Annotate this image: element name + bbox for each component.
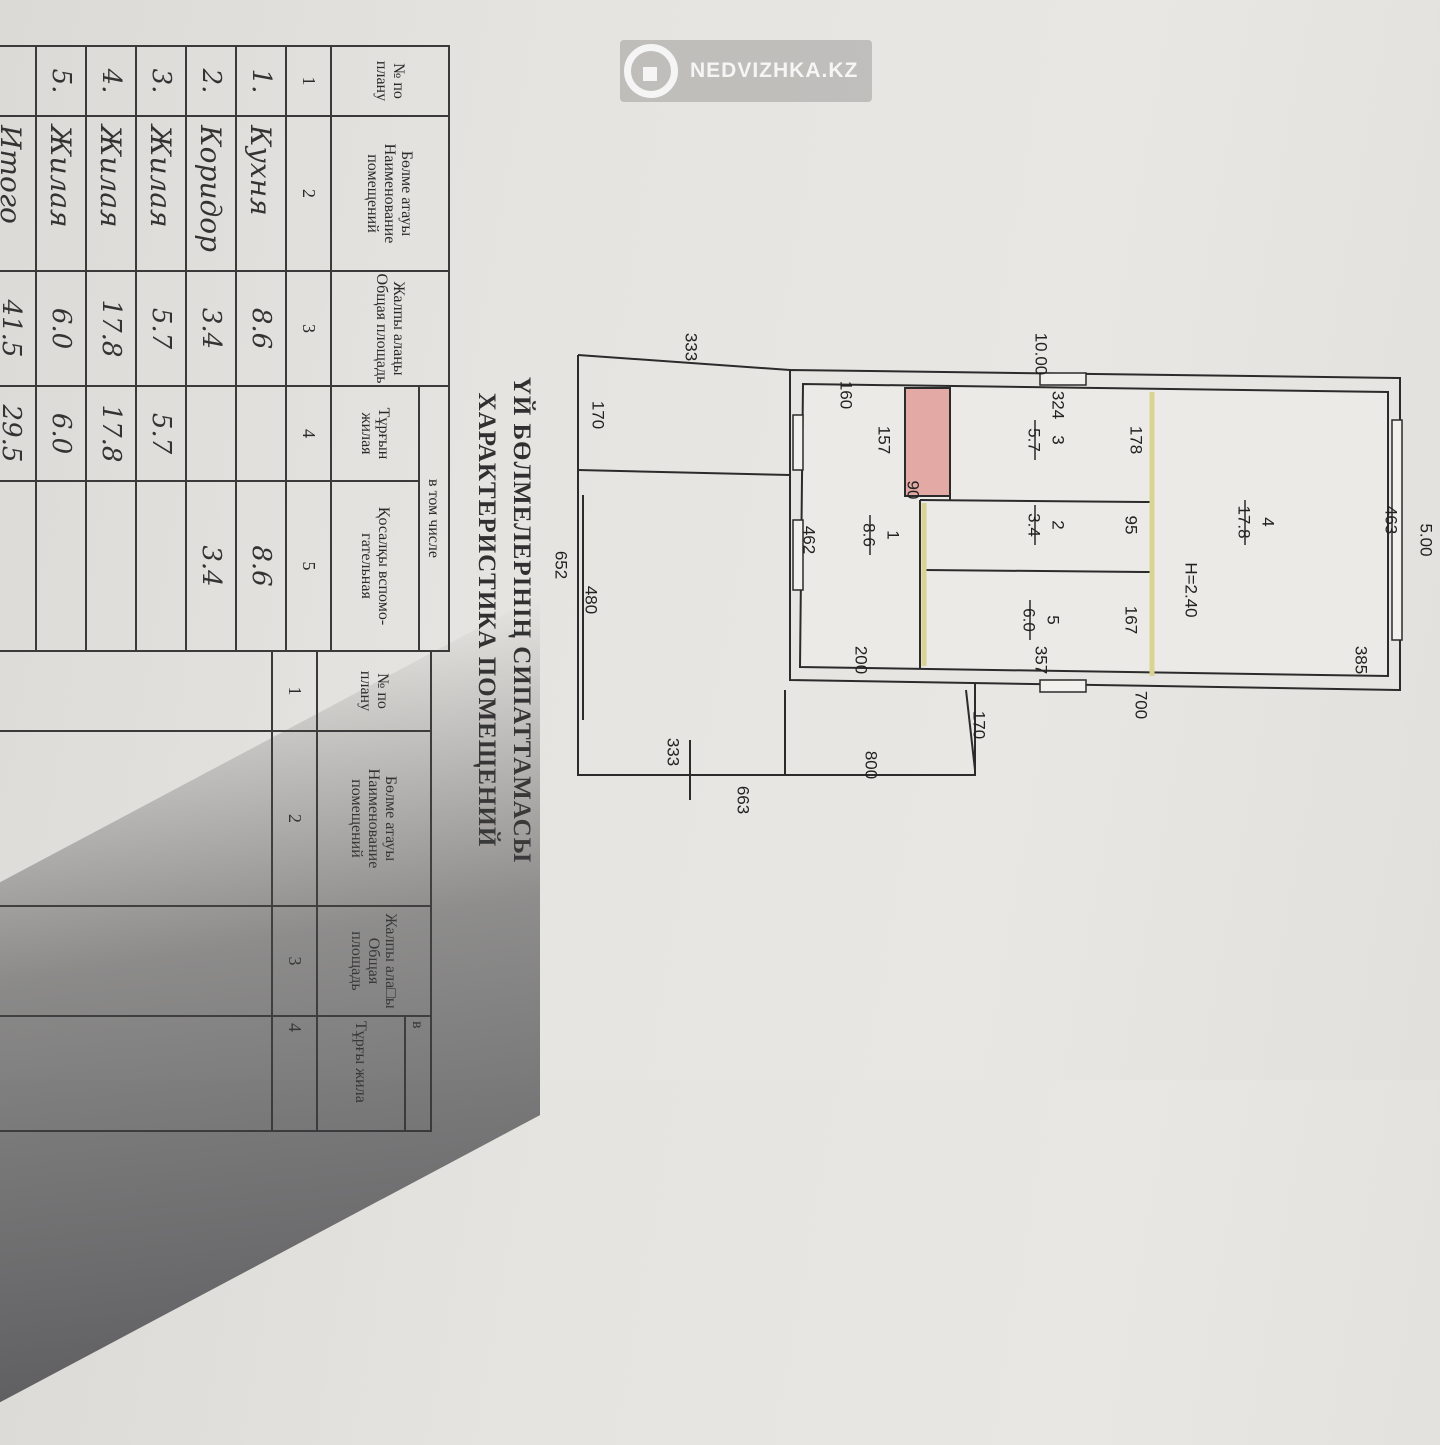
dimension-annex-side: 170 bbox=[589, 401, 608, 429]
annex-lines bbox=[577, 354, 976, 800]
dimension-porch-side: 170 bbox=[970, 711, 989, 739]
window bbox=[1039, 679, 1087, 693]
windows bbox=[792, 372, 1403, 693]
house-walls bbox=[789, 368, 1401, 692]
dimension-kitchen-side: 462 bbox=[800, 526, 819, 554]
room-area: 17.8 bbox=[1235, 505, 1254, 538]
room-fraction-lines bbox=[869, 420, 1246, 640]
room-number: 4 bbox=[1259, 517, 1278, 526]
partitions bbox=[921, 392, 1155, 676]
watermark-text: NEDVIZHKA.KZ bbox=[690, 59, 859, 82]
dimension-room3-side: 178 bbox=[1127, 426, 1146, 454]
room-number: 3 bbox=[1049, 435, 1068, 444]
dimension-stove-side: 157 bbox=[875, 426, 894, 454]
dimension-room5-side: 167 bbox=[1122, 606, 1141, 634]
dimension-bottom-total: 663 bbox=[734, 786, 753, 814]
dimension-bottom-annex: 333 bbox=[664, 738, 683, 766]
stove bbox=[904, 387, 951, 497]
dimension-room4-bottom: 385 bbox=[1352, 646, 1371, 674]
room-area: 6.0 bbox=[1020, 608, 1039, 632]
room-number: 1 bbox=[884, 530, 903, 539]
dimension-top-annex: 333 bbox=[682, 333, 701, 361]
dimension-annex-total: 652 bbox=[552, 551, 571, 579]
window bbox=[1039, 372, 1087, 386]
dimension-room3-top: 324 bbox=[1049, 391, 1068, 419]
dimension-corridor-side: 95 bbox=[1122, 516, 1141, 535]
ceiling-height: H=2.40 bbox=[1182, 562, 1201, 617]
house-icon bbox=[624, 44, 678, 98]
dimension-kitchen-bottom: 200 bbox=[852, 646, 871, 674]
dimension-room4-side: 463 bbox=[1382, 506, 1401, 534]
watermark: NEDVIZHKA.KZ bbox=[620, 40, 873, 102]
dimension-room5-bottom: 357 bbox=[1032, 646, 1051, 674]
dimension-house-side: 5.00 bbox=[1417, 523, 1436, 556]
dimension-kitchen-top: 160 bbox=[837, 381, 856, 409]
room-number: 5 bbox=[1044, 615, 1063, 624]
window bbox=[792, 519, 804, 591]
room-number: 2 bbox=[1049, 520, 1068, 529]
dimension-stove-bottom: 90 bbox=[904, 481, 923, 500]
room-area: 8.6 bbox=[860, 523, 879, 547]
window bbox=[792, 414, 804, 471]
room-area: 3.4 bbox=[1025, 513, 1044, 537]
dimension-annex-depth: 480 bbox=[582, 586, 601, 614]
room-area: 5.7 bbox=[1025, 428, 1044, 452]
window bbox=[1391, 419, 1403, 641]
dimension-top-house: 10.00 bbox=[1032, 333, 1051, 376]
dimension-house-bottom: 700 bbox=[1132, 691, 1151, 719]
dimension-porch-bottom: 800 bbox=[862, 751, 881, 779]
